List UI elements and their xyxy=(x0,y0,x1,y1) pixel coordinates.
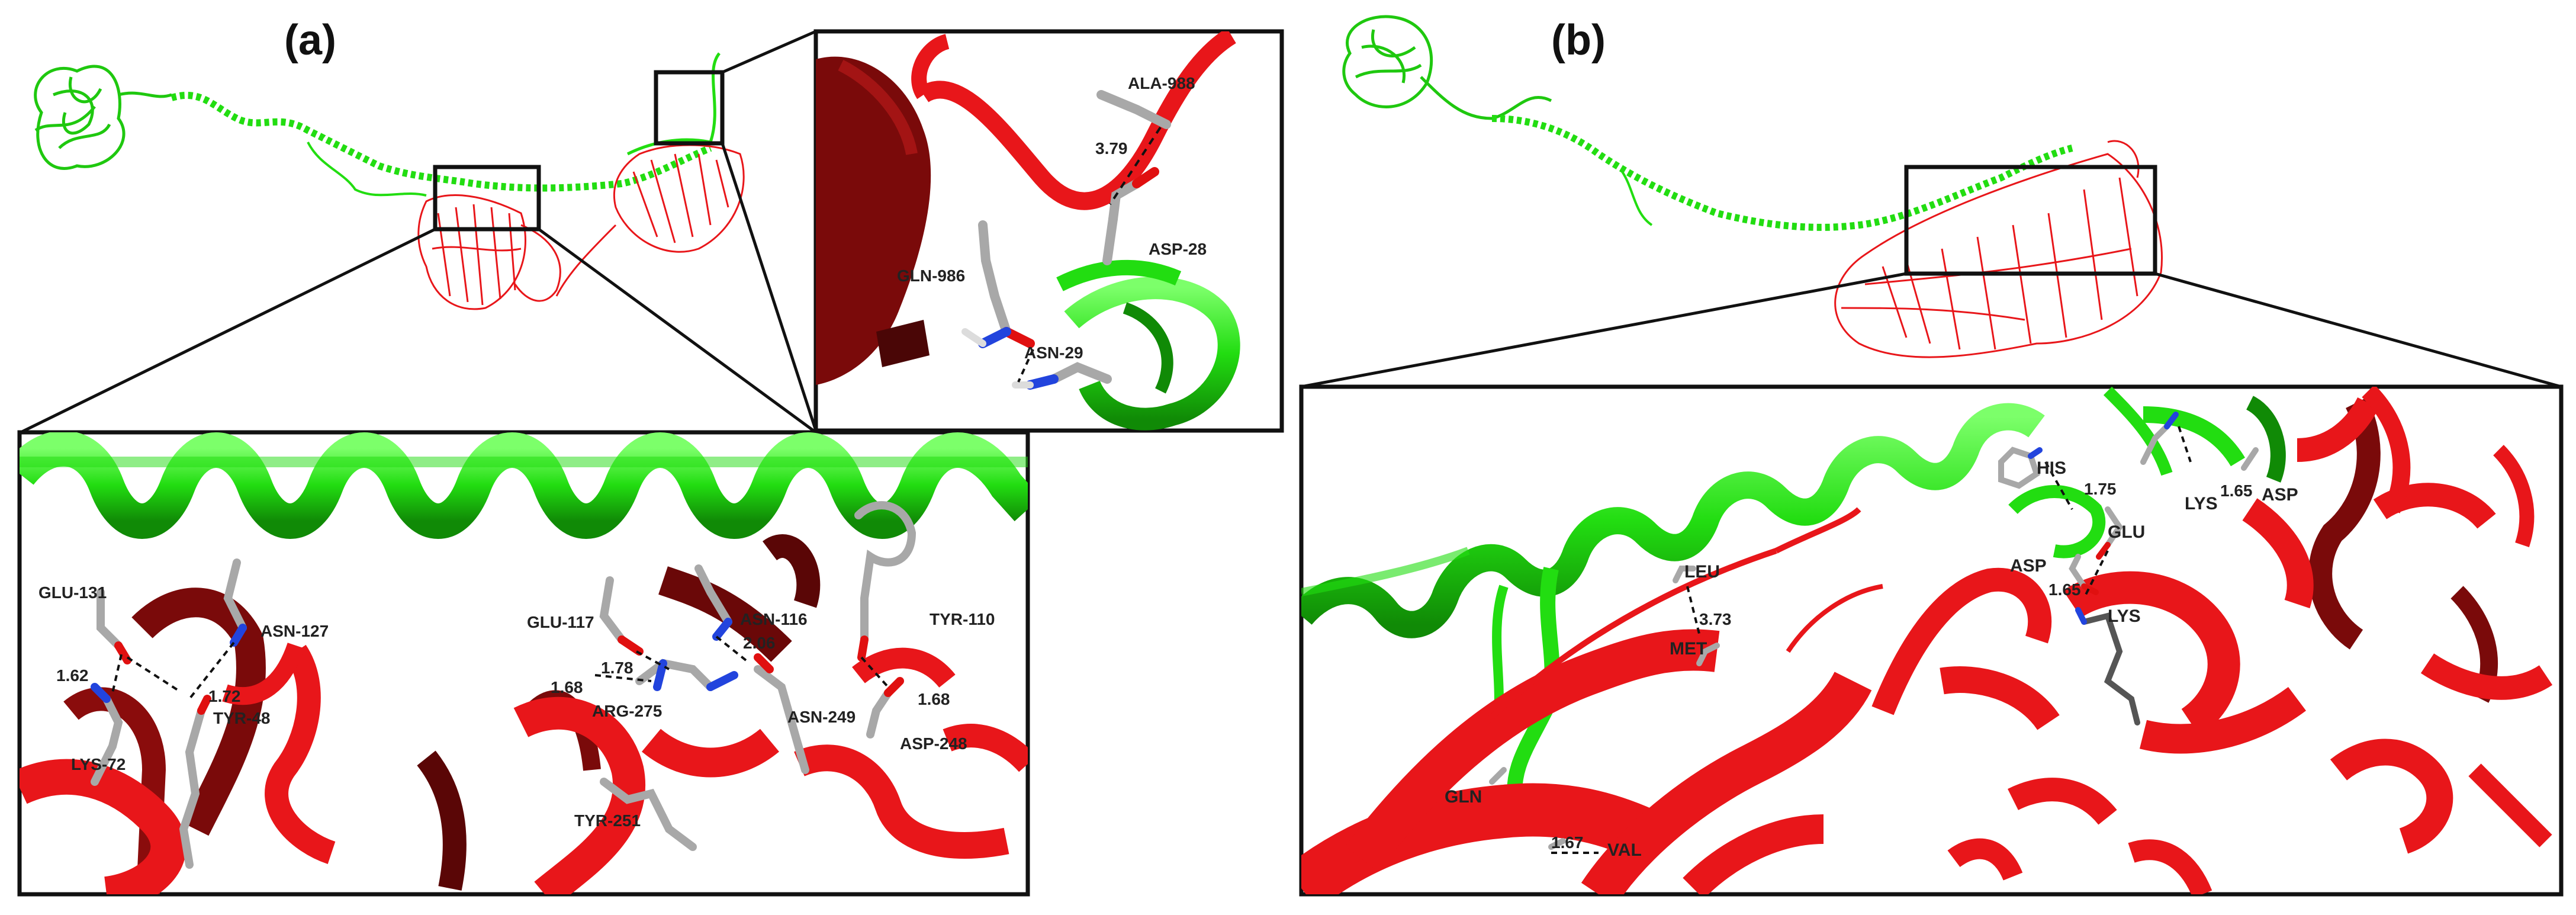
residue-label: ASP-28 xyxy=(1149,240,1207,258)
residue-label: ASN-127 xyxy=(261,622,329,640)
residue-label: VAL xyxy=(1607,840,1642,860)
residue-label: ALA-988 xyxy=(1128,74,1195,92)
residue-label: GLN-986 xyxy=(897,267,965,285)
residue-label: ASN-116 xyxy=(740,610,808,628)
residue-label: ASP-248 xyxy=(900,734,967,753)
distance-label: 1.68 xyxy=(551,678,583,696)
panel-label-a: (a) xyxy=(284,17,336,64)
residue-label: LEU xyxy=(1684,562,1720,582)
red-domain-b xyxy=(1834,140,2163,358)
distance-label: 1.65 xyxy=(2220,481,2253,500)
distance-label: 1.67 xyxy=(1551,833,1584,852)
panel-label-b: (b) xyxy=(1551,17,1606,64)
red-domain-center-a xyxy=(417,194,561,310)
inset-b: HIS LYS ASP GLU ASP LYS LEU MET GLN VAL … xyxy=(1299,384,2564,897)
zoom-box-b xyxy=(1904,165,2157,276)
distance-label: 3.73 xyxy=(1699,610,1732,628)
distance-label: 1.65 xyxy=(2048,580,2081,599)
long-helix-a xyxy=(171,91,712,192)
residue-label: GLU-117 xyxy=(527,613,594,631)
zoom-box-right-a xyxy=(654,70,725,146)
residue-label: ASN-29 xyxy=(1024,343,1083,362)
residue-label: TYR-251 xyxy=(574,811,641,830)
residue-label: GLN xyxy=(1445,787,1482,807)
residue-label: TYR-110 xyxy=(930,610,995,628)
distance-label: 1.68 xyxy=(918,690,950,708)
overview-structure-b xyxy=(1301,15,2562,389)
residue-label: ASP xyxy=(2010,556,2047,576)
residue-label: LYS-72 xyxy=(71,755,126,773)
red-domain-right-a xyxy=(555,144,745,297)
residue-label: GLU xyxy=(2108,522,2145,542)
inset-top-a: ALA-988 ASP-28 GLN-986 ASN-29 3.79 xyxy=(813,29,1284,433)
residue-label: TYR-48 xyxy=(213,709,270,727)
residue-label: ASN-249 xyxy=(787,708,856,726)
distance-label: 1.75 xyxy=(2084,480,2117,498)
distance-label: 1.62 xyxy=(56,666,89,685)
zoom-box-center-a xyxy=(433,165,541,232)
residue-label: HIS xyxy=(2037,458,2066,478)
distance-label: 3.79 xyxy=(1095,139,1128,158)
residue-label: GLU-131 xyxy=(38,583,107,602)
residue-label: ASP xyxy=(2262,485,2298,505)
long-helix-b xyxy=(1491,115,2073,231)
distance-label: 2.06 xyxy=(743,634,776,652)
residue-label: LYS xyxy=(2185,494,2218,513)
green-globular-domain-a xyxy=(34,65,172,170)
residue-label: LYS xyxy=(2108,606,2141,626)
residue-label: ARG-275 xyxy=(592,702,662,720)
inset-bottom-a: GLU-131 ASN-127 LYS-72 TYR-48 GLU-117 AS… xyxy=(17,430,1030,897)
helix-a-bottom xyxy=(20,432,1028,539)
distance-label: 1.78 xyxy=(601,659,633,677)
overview-structure-a xyxy=(20,30,818,434)
distance-label: 1.72 xyxy=(208,687,241,705)
green-globular-domain-b xyxy=(1342,15,1552,120)
residue-label: MET xyxy=(1670,639,1707,659)
